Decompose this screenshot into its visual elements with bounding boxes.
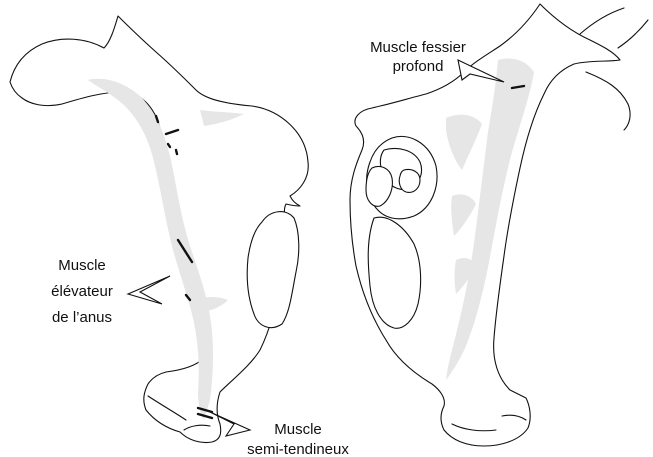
left-mark-3 [168, 144, 170, 147]
label-elevateur-line3: de l’anus [52, 309, 112, 326]
right-crest-line-2 [586, 72, 630, 130]
right-crest-line-3 [618, 20, 648, 48]
label-fessier-line2: profond [393, 58, 444, 75]
left-hemipelvis [10, 16, 308, 443]
label-semitendineux-line1: Muscle [274, 421, 322, 438]
label-fessier-line1: Muscle fessier [370, 39, 466, 56]
label-semitendineux: Muscle semi-tendineux [247, 421, 349, 457]
label-elevateur-line2: élévateur [51, 283, 113, 300]
right-crest-line [580, 8, 624, 34]
elevateur-arrow-icon [128, 276, 170, 304]
right-acetabulum-fossa-2 [399, 169, 420, 192]
left-mark-4 [176, 150, 177, 154]
label-semitendineux-line2: semi-tendineux [247, 441, 349, 457]
label-elevateur-line1: Muscle [58, 257, 106, 274]
label-elevateur: Muscle élévateur de l’anus [51, 257, 113, 326]
label-fessier: Muscle fessier profond [370, 39, 466, 75]
